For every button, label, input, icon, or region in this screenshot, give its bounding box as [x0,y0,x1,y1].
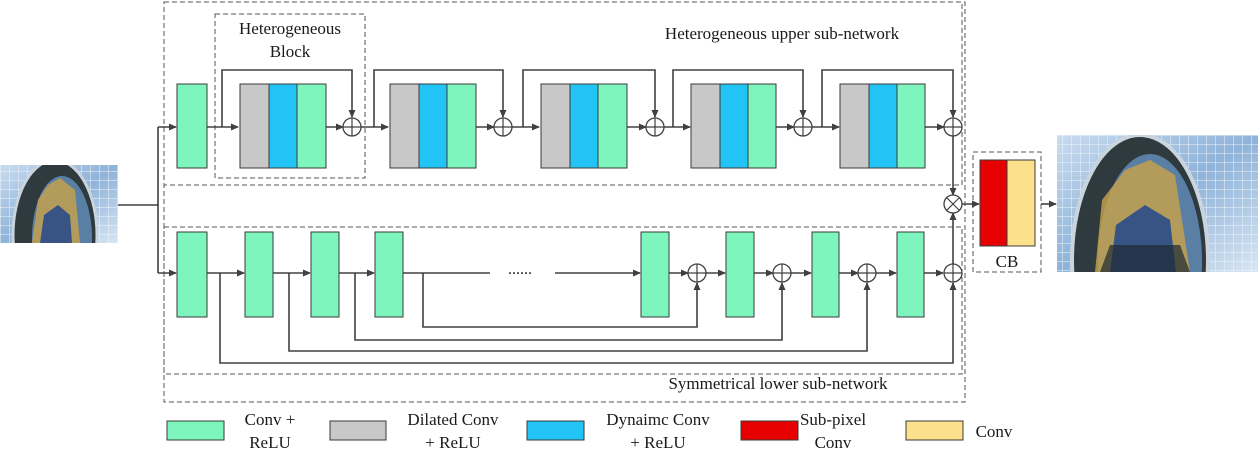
legend-label-conv-relu-1: Conv + [245,410,296,429]
legend-label-conv: Conv [976,422,1013,441]
legend-swatch-conv [905,420,964,441]
dynamic-conv-block [868,83,898,169]
lower-conv-relu-block-7 [811,231,840,318]
cb-frame [972,151,1042,273]
legend: Conv + ReLU Dilated Conv + ReLU Dynaimc … [166,410,1013,452]
legend-label-conv-relu-2: ReLU [249,433,291,452]
dilated-conv-block [690,83,721,169]
lower-subnetwork-frame [163,226,963,375]
legend-swatch-dilated [329,420,387,441]
lower-conv-relu-block-4 [374,231,404,318]
conv-relu-block [597,83,628,169]
add-operator-icon [943,263,963,283]
lower-conv-relu-block-5 [640,231,670,318]
lower-conv-relu-block-8 [896,231,925,318]
lower-conv-relu-block-2 [244,231,274,318]
ellipsis-dots: ...... [508,261,532,278]
lower-conv-relu-block-1 [176,231,208,318]
heterogeneous-block-2 [389,83,477,169]
connections [118,69,1057,364]
heterogeneous-block-label-1: Heterogeneous [239,19,341,38]
dynamic-conv-block [268,83,298,169]
multiply-operator-icon [943,194,963,214]
conv-relu-block [446,83,477,169]
upper-subnetwork-blocks [176,83,926,169]
conv-relu-block [747,83,777,169]
input-image [0,165,118,243]
lower-subnetwork-blocks [176,231,925,318]
legend-label-dilated-1: Dilated Conv [407,410,499,429]
legend-label-dynamic-1: Dynaimc Conv [606,410,710,429]
add-operator-icon [645,117,665,137]
dilated-conv-block [389,83,420,169]
heterogeneous-block-1 [239,83,327,169]
dilated-conv-block [839,83,870,169]
conv-block [1006,159,1036,247]
dynamic-conv-block [719,83,749,169]
conv-relu-block [896,83,926,169]
add-operator-icon [342,117,362,137]
legend-swatch-dynamic [526,420,585,441]
add-operator-icon [943,117,963,137]
operators [342,117,963,283]
conv-relu-block [296,83,327,169]
legend-label-dilated-2: + ReLU [425,433,480,452]
upper-subnetwork-title: Heterogeneous upper sub-network [665,24,900,43]
dilated-conv-block [239,83,270,169]
upper-conv-relu-block [176,83,208,169]
heterogeneous-block-4 [690,83,777,169]
lower-conv-relu-block-3 [310,231,340,318]
add-operator-icon [793,117,813,137]
upper-subnetwork-frame [163,1,963,186]
add-operator-icon [493,117,513,137]
lower-conv-relu-block-6 [725,231,755,318]
cb-block [979,159,1036,247]
dynamic-conv-block [418,83,448,169]
outer-network-frame [163,1,966,403]
legend-label-dynamic-2: + ReLU [630,433,685,452]
dilated-conv-block [540,83,571,169]
add-operator-icon [857,263,877,283]
heterogeneous-block-frame [214,13,366,179]
add-operator-icon [687,263,707,283]
output-image [1057,135,1258,272]
heterogeneous-block-5 [839,83,926,169]
legend-label-subpixel-2: Conv [815,433,852,452]
dynamic-conv-block [569,83,599,169]
legend-swatch-subpixel [740,420,799,441]
lower-subnetwork-title: Symmetrical lower sub-network [668,374,888,393]
subpixel-conv-block [979,159,1008,247]
heterogeneous-block-label-2: Block [270,42,311,61]
cb-label: CB [996,252,1019,271]
legend-label-subpixel-1: Sub-pixel [800,410,866,429]
add-operator-icon [772,263,792,283]
heterogeneous-block-3 [540,83,628,169]
legend-swatch-conv-relu [166,420,225,441]
